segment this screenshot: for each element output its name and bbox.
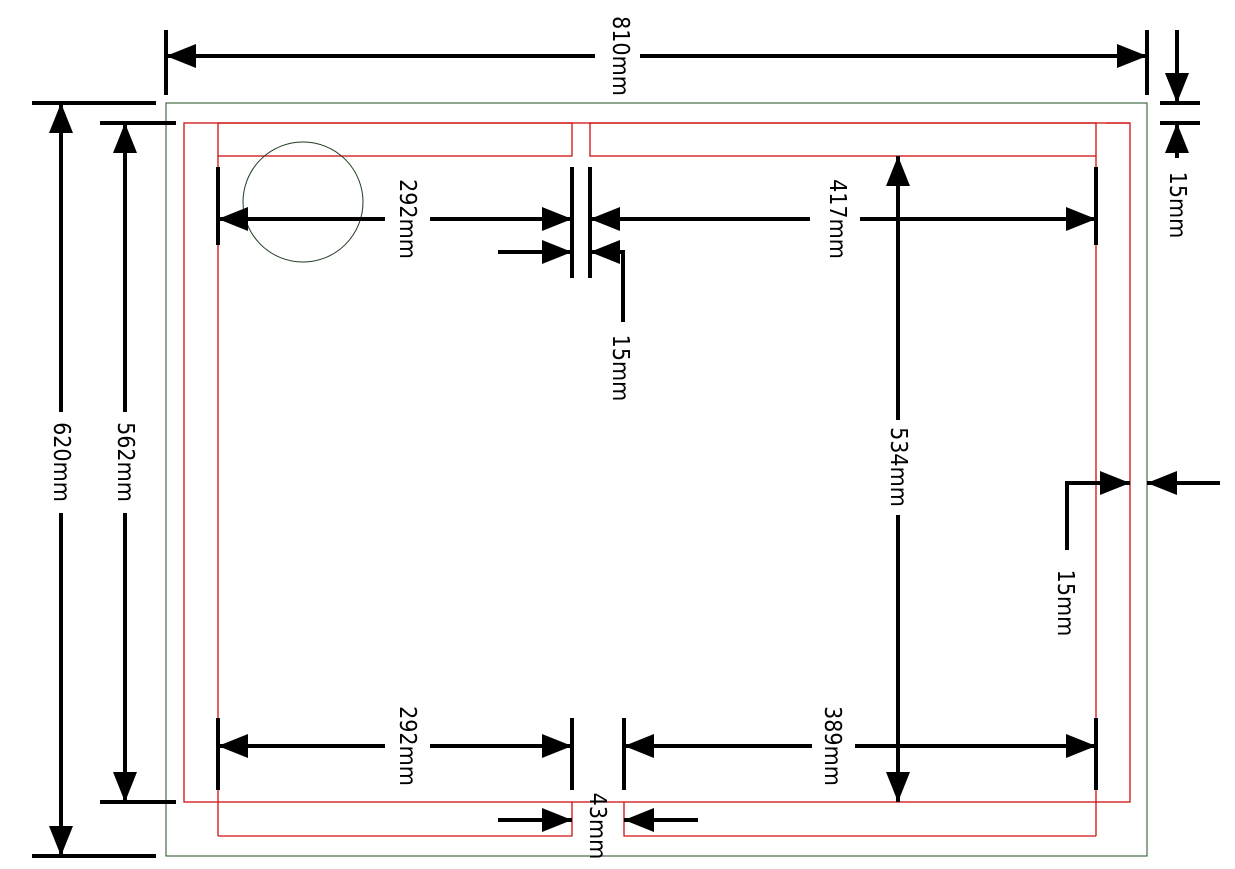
panel-outlines	[183, 122, 1131, 837]
label-top-right-span: 417mm	[824, 179, 850, 259]
red-dimension-ticks	[216, 167, 1098, 790]
label-inner-height: 562mm	[112, 422, 138, 502]
label-bottom-left-span: 292mm	[394, 706, 420, 786]
label-right-inner-height: 534mm	[885, 427, 911, 507]
outer-panel-frame	[183, 122, 1131, 803]
label-right-offset: 15mm	[1052, 570, 1078, 637]
label-top-center-gap: 15mm	[607, 335, 633, 402]
label-overall-width: 810mm	[607, 16, 633, 96]
label-bottom-gap: 43mm	[584, 793, 610, 860]
bottom-left-strip	[218, 802, 573, 837]
board-outline	[165, 102, 1148, 857]
alignment-circle	[242, 141, 364, 263]
label-top-right-offset: 15mm	[1164, 172, 1190, 239]
dimension-lines	[32, 30, 1220, 858]
dimension-labels: 810mm 620mm 562mm 15mm 292mm 417mm 15mm …	[48, 16, 1190, 859]
label-bottom-right-span: 389mm	[819, 706, 845, 786]
label-overall-height: 620mm	[48, 422, 74, 502]
top-left-strip	[217, 122, 573, 157]
top-right-strip	[589, 122, 1097, 157]
label-top-left-span: 292mm	[394, 179, 420, 259]
